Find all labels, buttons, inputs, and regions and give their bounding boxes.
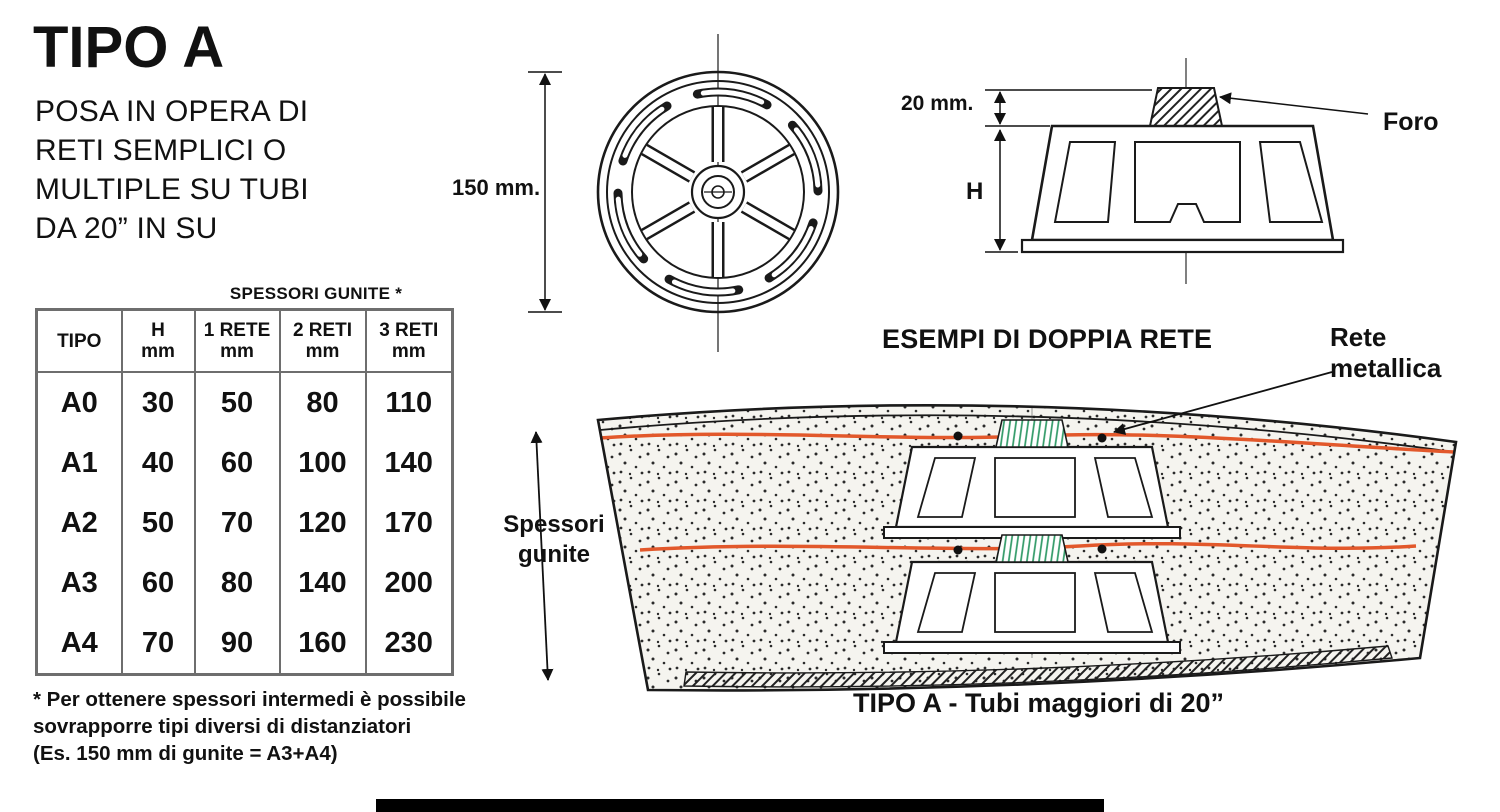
cell-h: 70 (120, 613, 195, 675)
foro-leader-line (1219, 92, 1369, 115)
spacer-side-view-drawing (985, 58, 1369, 284)
footnote-line: sovrapporre tipi diversi di distanziator… (33, 715, 412, 738)
cell-3reti: 200 (364, 553, 453, 613)
cell-2reti: 160 (278, 613, 366, 675)
mesh-line-lower (639, 541, 1417, 552)
spacer-body (1030, 124, 1335, 242)
spessori-gunite-label: Spessori gunite (503, 511, 605, 568)
lower-cap-hatch (995, 534, 1069, 563)
dimension-20mm (985, 89, 1152, 127)
rete-metallica-leader-line (1113, 371, 1333, 435)
cell-2reti: 120 (278, 493, 366, 553)
surface-line (599, 414, 1455, 453)
cell-1rete: 70 (193, 493, 280, 553)
spacer-windows (1053, 141, 1324, 223)
spacer-base (1020, 238, 1345, 254)
mesh-line-upper (599, 432, 1455, 454)
cell-1rete: 90 (193, 613, 280, 675)
dimension-150mm-label: 150 mm. (452, 175, 541, 200)
cell-tipo: A3 (60, 566, 98, 599)
dimension-h (985, 129, 1018, 253)
cell-tipo: A2 (60, 506, 98, 539)
cell-3reti: 110 (364, 372, 453, 433)
cell-3reti: 170 (364, 493, 453, 553)
cell-2reti: 140 (278, 553, 366, 613)
cell-3reti: 140 (364, 433, 453, 493)
cell-2reti: 100 (278, 433, 366, 493)
cell-tipo: A4 (60, 626, 98, 659)
cell-h: 40 (120, 433, 195, 493)
subtitle-line: DA 20” IN SU (35, 212, 218, 245)
table-row: A4 70 90 160 230 (37, 613, 453, 675)
cell-1rete: 80 (193, 553, 280, 613)
cell-1rete: 50 (193, 372, 280, 433)
page-title: TIPO A (33, 15, 225, 80)
gunite-band (598, 405, 1456, 691)
footnote-line: * Per ottenere spessori intermedi è poss… (33, 688, 466, 711)
section-heading: ESEMPI DI DOPPIA RETE (882, 324, 1213, 354)
rete-metallica-label: Rete metallica (1330, 322, 1442, 383)
cell-tipo: A1 (60, 446, 98, 479)
upper-cap-hatch (995, 419, 1069, 448)
bottom-divider-bar (376, 799, 1104, 812)
upper-spacer (883, 419, 1181, 539)
cell-tipo: A0 (60, 386, 98, 419)
spacer-top-view-drawing (528, 34, 840, 352)
table-row: A2 50 70 120 170 (37, 493, 453, 553)
mesh-wire-dots (953, 431, 1107, 555)
table-caption: SPESSORI GUNITE * (229, 284, 403, 303)
cap-cone (1148, 87, 1224, 127)
header-tipo: TIPO (36, 309, 122, 373)
lower-spacer (883, 534, 1181, 654)
table-row: A0 30 50 80 110 (37, 372, 453, 433)
page-subtitle: POSA IN OPERA DI RETI SEMPLICI O MULTIPL… (35, 92, 309, 248)
cell-1rete: 60 (193, 433, 280, 493)
dimension-h-label: H (966, 178, 984, 205)
subtitle-line: RETI SEMPLICI O (35, 134, 287, 167)
cell-h: 30 (120, 372, 195, 433)
cell-h: 50 (120, 493, 195, 553)
table-row: A3 60 80 140 200 (37, 553, 453, 613)
cell-h: 60 (120, 553, 195, 613)
subtitle-line: POSA IN OPERA DI (35, 95, 309, 128)
cell-3reti: 230 (364, 613, 453, 675)
footnote: * Per ottenere spessori intermedi è poss… (33, 686, 466, 767)
table-row: A1 40 60 100 140 (37, 433, 453, 493)
cell-2reti: 80 (278, 372, 366, 433)
dimension-20mm-label: 20 mm. (901, 92, 974, 115)
gunite-section-drawing (530, 371, 1458, 692)
spokes (641, 107, 795, 277)
foro-label: Foro (1383, 108, 1439, 136)
footnote-line: (Es. 150 mm di gunite = A3+A4) (33, 742, 338, 765)
section-caption: TIPO A - Tubi maggiori di 20” (853, 688, 1225, 718)
tube-wall-hatch (683, 645, 1393, 688)
subtitle-line: MULTIPLE SU TUBI (35, 173, 309, 206)
